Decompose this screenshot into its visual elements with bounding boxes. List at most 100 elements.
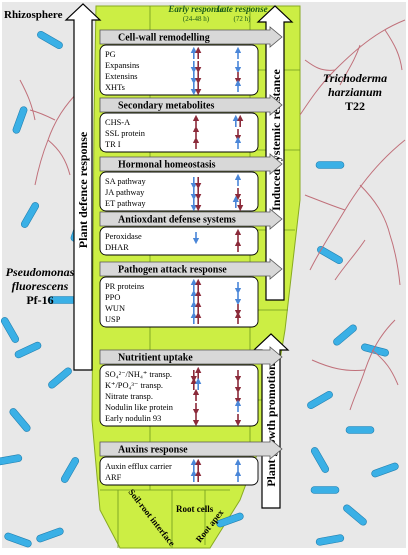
hypha-6 — [359, 184, 391, 236]
gene-label: DHAR — [105, 243, 129, 252]
section-title: Auxins response — [118, 445, 188, 456]
hypha-1 — [299, 19, 406, 116]
bacterium — [0, 317, 20, 343]
trichoderma-label-2: harzianum — [328, 85, 382, 99]
section-box — [99, 171, 259, 212]
gene-label: Nodulin like protein — [105, 403, 174, 412]
bacterium — [333, 324, 357, 346]
section-title: Hormonal homeostasis — [118, 160, 216, 171]
hypha-8 — [389, 234, 401, 286]
gene-label: JA pathway — [105, 188, 145, 197]
section-title: Secondary metabolites — [118, 101, 214, 112]
section-box — [99, 112, 259, 153]
gene-label: Peroxidase — [105, 232, 142, 241]
plant-defence-arrow: Plant defence response — [64, 3, 102, 371]
hypha-7 — [304, 194, 346, 211]
section-title: Nutritient uptake — [118, 353, 193, 364]
gene-label: Early nodulin 93 — [105, 414, 161, 423]
gene-label: TR I — [105, 140, 121, 149]
hypha-5 — [309, 139, 406, 271]
gene-label: PG — [105, 50, 116, 59]
induced-resistance-label: Induced systemic resistance — [269, 68, 283, 210]
bacterium — [37, 30, 63, 50]
section-banner — [99, 438, 283, 460]
section-banner — [99, 208, 283, 230]
bacterium — [0, 454, 23, 466]
section-2: Hormonal homeostasis SA pathway JA pathway… — [99, 153, 283, 212]
gene-label: PPO — [105, 293, 120, 302]
hypha-11 — [371, 349, 399, 386]
section-banner — [99, 26, 283, 48]
section-banner — [99, 94, 283, 116]
bacterium — [48, 367, 72, 389]
gene-label: SSL protein — [105, 129, 146, 138]
hypha-9 — [334, 239, 366, 281]
hypha-3 — [384, 29, 403, 71]
hypha-2 — [339, 44, 361, 86]
section-banner — [99, 153, 283, 175]
root-cells-label: Root cells — [176, 504, 214, 514]
bacterium — [315, 161, 345, 169]
gene-label: ARF — [105, 473, 122, 482]
bacterium — [60, 457, 80, 483]
bacterium — [371, 462, 399, 478]
bacterium — [361, 343, 389, 357]
section-box — [99, 364, 259, 427]
gene-label: Extensins — [105, 72, 138, 81]
bacterium — [12, 106, 28, 134]
section-title: Antioxdant defense systems — [118, 215, 236, 226]
growth-promotion-label: Plant growth promotion — [264, 363, 278, 487]
section-box — [99, 456, 259, 486]
hypha-16 — [19, 79, 36, 121]
gene-label: CHS-A — [105, 118, 130, 127]
bacterium — [345, 426, 375, 434]
section-title: Cell-wall remodelling — [118, 33, 210, 44]
plant-defence-label: Plant defence response — [76, 131, 90, 248]
gene-label: WUN — [105, 304, 125, 313]
section-banner — [99, 346, 283, 368]
section-box — [99, 276, 259, 328]
gene-label: Expansins — [105, 61, 139, 70]
hypha-12 — [311, 359, 366, 371]
bacterium — [4, 532, 32, 548]
late-response-time: (72 h) — [234, 15, 252, 23]
trichoderma-label-3: T22 — [345, 99, 365, 113]
bacterium — [216, 512, 244, 528]
gene-label: USP — [105, 315, 121, 324]
gene-label: ET pathway — [105, 199, 146, 208]
gene-label: SA pathway — [105, 177, 147, 186]
hypha-14 — [29, 109, 56, 121]
early-response-label: Early response — [167, 4, 223, 14]
bacterium — [9, 408, 31, 432]
late-response-label: Late response — [215, 4, 267, 14]
gene-label: Nitrate transp. — [105, 392, 153, 401]
gene-label: Auxin efflux carrier — [105, 462, 172, 471]
bacterium — [20, 202, 40, 228]
bacterium — [315, 534, 345, 546]
gene-label: K⁺/PO₄³⁻ transp. — [105, 381, 163, 390]
trichoderma-label-1: Trichoderma — [323, 71, 387, 85]
section-title: Pathogen attack response — [118, 265, 227, 276]
bacteria-group — [0, 30, 399, 548]
rhizosphere-label: Rhizosphere — [4, 9, 63, 21]
bacterium — [310, 447, 330, 473]
gene-label: SO₄²⁻/NH₄⁺ transp. — [105, 370, 172, 379]
gene-label: PR proteins — [105, 282, 144, 291]
bacterium — [36, 527, 64, 543]
pseudomonas-label-1: Pseudomonas — [6, 265, 75, 279]
hyphae-group — [19, 19, 406, 411]
pseudomonas-label-2: fluorescens — [12, 279, 69, 293]
bacterium — [317, 245, 343, 265]
bacterium — [310, 486, 340, 494]
hypha-15 — [47, 139, 71, 176]
hypha-4 — [304, 59, 336, 71]
bacterium — [343, 504, 367, 526]
